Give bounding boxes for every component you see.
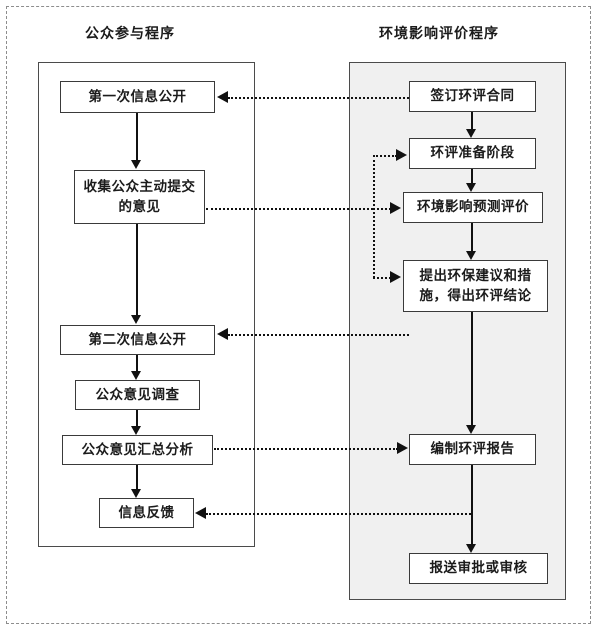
link-trunk-to-recommend [373, 277, 391, 279]
link-trunk-to-prediction [373, 208, 391, 210]
arrowhead-prediction-to-recommend [466, 251, 476, 260]
arrowhead-survey-to-analysis [131, 426, 141, 435]
link-recommend-to-second-disclosure [228, 334, 409, 336]
node-recommendations[interactable]: 提出环保建议和措施，得出环评结论 [403, 260, 548, 312]
connector-prep-to-prediction [471, 169, 474, 184]
link-trunk-vertical [373, 155, 375, 278]
link-trunk-to-prep [373, 155, 397, 157]
connector-second-to-survey [136, 355, 139, 372]
connector-report-to-submit [471, 465, 474, 545]
link-collect-to-trunk [206, 208, 373, 210]
arrowhead-contract-to-first-disclosure [217, 91, 228, 103]
arrowhead-recommend-to-second-disclosure [217, 328, 228, 340]
node-opinion-analysis[interactable]: 公众意见汇总分析 [62, 435, 213, 465]
node-preparation-stage[interactable]: 环评准备阶段 [409, 138, 536, 169]
panel-public-participation [38, 62, 255, 547]
link-analysis-to-compile-report [214, 448, 398, 450]
node-collect-opinions[interactable]: 收集公众主动提交的意见 [74, 170, 205, 224]
node-impact-prediction[interactable]: 环境影响预测评价 [403, 192, 543, 223]
arrowhead-second-to-survey [131, 371, 141, 380]
node-information-feedback[interactable]: 信息反馈 [99, 498, 194, 528]
column-title-eia-procedure: 环境影响评价程序 [379, 26, 499, 42]
arrowhead-collect-to-second [131, 315, 141, 324]
node-sign-contract[interactable]: 签订环评合同 [409, 81, 536, 112]
arrowhead-recommend-to-report [466, 425, 476, 434]
arrowhead-trunk-to-prediction [390, 202, 401, 214]
arrowhead-first-to-collect [131, 160, 141, 169]
node-submit-approval[interactable]: 报送审批或审核 [409, 553, 548, 584]
link-contract-to-first-disclosure [228, 97, 409, 99]
link-report-to-information-feedback [206, 513, 471, 515]
arrowhead-report-to-information-feedback [195, 507, 206, 519]
connector-collect-to-second [136, 224, 139, 316]
arrowhead-contract-to-prep [466, 129, 476, 138]
arrowhead-analysis-to-compile-report [397, 442, 408, 454]
connector-contract-to-prep [471, 112, 474, 130]
connector-recommend-to-report [471, 312, 474, 426]
arrowhead-trunk-to-recommend [390, 271, 401, 283]
connector-first-to-collect [136, 113, 139, 161]
arrowhead-report-to-submit [466, 544, 476, 553]
node-first-disclosure[interactable]: 第一次信息公开 [60, 81, 215, 113]
column-title-public-participation: 公众参与程序 [85, 26, 175, 42]
node-second-disclosure[interactable]: 第二次信息公开 [60, 325, 215, 355]
connector-prediction-to-recommend [471, 223, 474, 252]
arrowhead-analysis-to-feedback [131, 489, 141, 498]
node-opinion-survey[interactable]: 公众意见调查 [75, 380, 200, 410]
connector-analysis-to-feedback [136, 465, 139, 490]
node-compile-report[interactable]: 编制环评报告 [409, 434, 536, 465]
arrowhead-prep-to-prediction [466, 183, 476, 192]
arrowhead-trunk-to-prep [396, 149, 407, 161]
connector-survey-to-analysis [136, 410, 139, 427]
